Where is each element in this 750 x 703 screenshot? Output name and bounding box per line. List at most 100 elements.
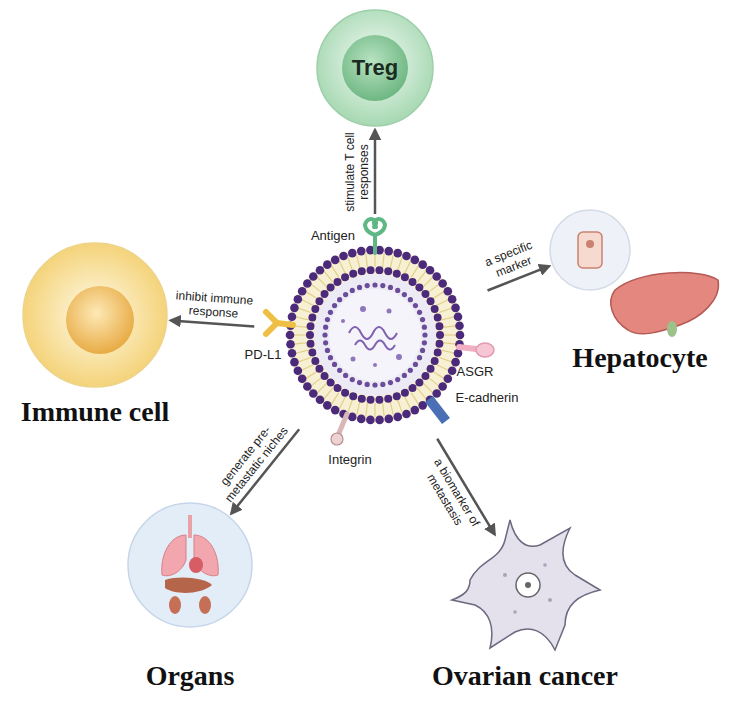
lipid-head: [448, 295, 457, 304]
lipid-tail: [357, 401, 360, 415]
lipid-head: [438, 382, 447, 391]
lipid-head: [366, 416, 375, 425]
lipid-head: [436, 331, 444, 339]
lipid-tail: [423, 383, 433, 393]
lipid-tail: [324, 388, 333, 399]
lipid-head: [434, 313, 442, 321]
liver: [611, 273, 719, 334]
lipid-head: [448, 366, 457, 375]
cargo-bead: [365, 382, 370, 387]
lipid-head: [444, 287, 453, 296]
lipid-tail: [428, 377, 439, 386]
lipid-head: [426, 266, 435, 275]
lipid-head: [315, 365, 323, 373]
lipid-head: [415, 283, 423, 291]
lipid-tail: [436, 365, 449, 371]
lipid-tail: [433, 291, 445, 298]
cargo-bead: [337, 368, 342, 373]
lipid-heads-inner: [306, 266, 444, 404]
cargo-bead: [325, 348, 330, 353]
lipid-heads: [286, 246, 465, 424]
cargo-bead: [350, 377, 355, 382]
cargo-bead: [422, 332, 427, 337]
cargo-bead: [413, 303, 418, 308]
lipid-head: [357, 247, 366, 256]
lipid-head: [402, 410, 411, 419]
lipid-tail: [317, 383, 327, 393]
lipid-head: [384, 247, 393, 256]
cargo-bead: [323, 340, 328, 345]
lipid-head: [327, 379, 335, 387]
lipid-tail: [417, 388, 426, 399]
lipid-head: [393, 392, 401, 400]
granules: [503, 563, 552, 614]
cargo-bead: [332, 362, 337, 367]
lipid-head: [286, 331, 295, 340]
lipid-head: [349, 392, 357, 400]
cargo-bead: [343, 373, 348, 378]
diagram-node: Immune cell: [23, 243, 167, 387]
cargo-bead: [337, 297, 342, 302]
lipid-tail: [295, 317, 309, 320]
lipid-tail: [443, 334, 457, 335]
lipid-tail: [383, 403, 385, 417]
cargo-bead: [388, 380, 393, 385]
node-label: Treg: [352, 55, 398, 81]
lipid-head: [309, 389, 318, 398]
lipid-tail: [366, 254, 368, 268]
lipid-head: [358, 395, 366, 403]
cargo-bead: [388, 285, 393, 290]
lipid-tail: [294, 343, 308, 345]
lipid-tail: [397, 399, 402, 412]
cargo-bead: [343, 292, 348, 297]
lipid-tail: [357, 255, 360, 269]
lipid-head: [384, 415, 393, 424]
lipid-head: [341, 273, 349, 281]
inner-lumen: [329, 289, 421, 381]
lipid-head: [288, 312, 297, 321]
lumen: [314, 274, 436, 396]
lipid-head: [444, 375, 453, 384]
cargo-bead: [408, 368, 413, 373]
lipid-head: [421, 290, 429, 298]
immune-nucleus: [66, 286, 134, 354]
cargo-bead: [357, 285, 362, 290]
lipid-head: [431, 357, 439, 365]
lung: [162, 535, 186, 576]
lipid-tails: [293, 253, 457, 417]
diagram-node: Treg: [317, 10, 433, 126]
diagram-node: Hepatocyte: [550, 210, 630, 290]
lipid-head: [432, 389, 441, 398]
part-label: Antigen: [311, 228, 355, 243]
cargo-bead: [402, 292, 407, 297]
lipid-head: [432, 272, 441, 281]
lipid-tail: [405, 396, 411, 409]
lipid-head: [421, 372, 429, 380]
lipid-head: [331, 406, 340, 415]
node-label: Immune cell: [21, 396, 170, 428]
pd-l1-protein: [266, 312, 293, 334]
lipid-tail: [339, 261, 345, 274]
lipid-tail: [443, 326, 457, 328]
lipid-tail: [390, 255, 393, 269]
lipid-head: [307, 340, 315, 348]
lipid-head: [451, 304, 460, 313]
lipid-head: [294, 295, 303, 304]
organs-circle: [128, 503, 252, 627]
diagram-node: Ovarian cancer: [470, 530, 580, 640]
lipid-tail: [293, 334, 307, 335]
lipid-head: [402, 252, 411, 261]
nucleolus: [525, 582, 531, 588]
lipid-head: [311, 305, 319, 313]
cargo-bead: [323, 325, 328, 330]
diagram-node: AntigenPD-L1ASGRE-cadherinIntegrin: [257, 217, 493, 453]
lipid-head: [454, 349, 463, 358]
edge-label: stimulate T cell responses: [343, 130, 371, 214]
lipid-head: [348, 249, 357, 258]
rna: [355, 341, 395, 350]
cargo-bead: [328, 310, 333, 315]
lipid-head: [415, 379, 423, 387]
cargo-bead: [420, 348, 425, 353]
lipid-head: [316, 266, 325, 275]
